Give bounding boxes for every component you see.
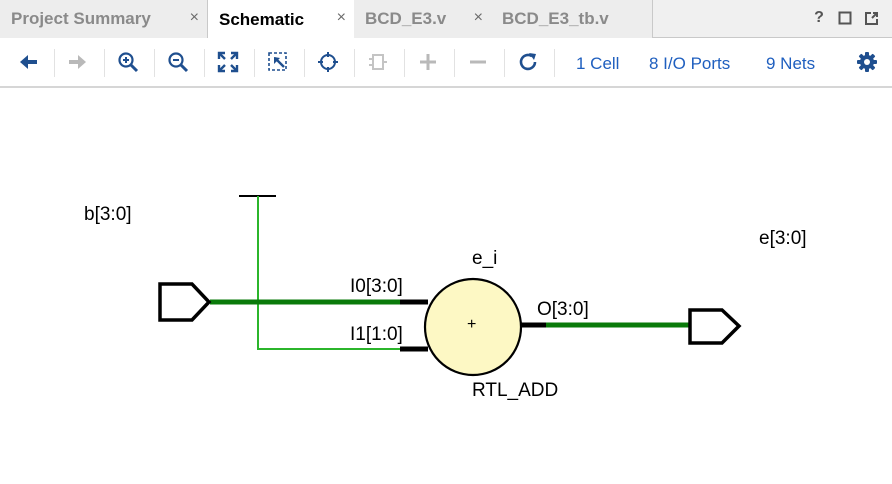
float-window-icon[interactable] (862, 8, 880, 28)
expand-icon[interactable] (415, 49, 441, 75)
pin-i0-label: I0[3:0] (350, 276, 403, 297)
net-i1 (257, 196, 412, 350)
cell-instance-label: e_i (472, 248, 498, 269)
tab-label: Project Summary (11, 9, 151, 28)
center-icon[interactable] (315, 49, 341, 75)
tab-label: BCD_E3_tb.v (502, 9, 609, 28)
refresh-icon[interactable] (515, 49, 541, 75)
adder-symbol: + (467, 316, 477, 333)
back-arrow-icon[interactable] (16, 49, 42, 75)
zoom-area-icon[interactable] (265, 49, 291, 75)
input-port-label: b[3:0] (84, 204, 132, 225)
zoom-in-icon[interactable] (115, 49, 141, 75)
nets-link[interactable]: 9 Nets (766, 54, 816, 73)
output-port-label: e[3:0] (759, 228, 807, 249)
close-icon[interactable]: × (473, 9, 483, 26)
editor-tab-bar: Project Summary × Schematic × BCD_E3.v ×… (0, 0, 892, 39)
io-ports-link[interactable]: 8 I/O Ports (649, 54, 731, 73)
pin-o-label: O[3:0] (537, 299, 589, 320)
zoom-out-icon[interactable] (165, 49, 191, 75)
input-port-b (158, 282, 212, 322)
close-icon[interactable]: × (336, 9, 346, 26)
rtl-add-cell (423, 277, 523, 377)
tab-project-summary[interactable]: Project Summary × (0, 0, 208, 38)
settings-gear-icon[interactable] (854, 49, 880, 75)
tab-bcd-e3-tb-v[interactable]: BCD_E3_tb.v (491, 0, 653, 38)
cell-icon[interactable] (365, 49, 391, 75)
tab-bcd-e3-v[interactable]: BCD_E3.v × (354, 0, 492, 38)
output-port-e (688, 308, 742, 345)
schematic-drawing (158, 195, 742, 377)
schematic-canvas[interactable]: b[3:0] e[3:0] e_i I0[3:0] I1[1:0] O[3:0]… (0, 88, 892, 484)
schematic-toolbar: 1 Cell 8 I/O Ports 9 Nets (0, 38, 892, 88)
tab-schematic[interactable]: Schematic × (207, 0, 355, 39)
tab-label: Schematic (219, 9, 305, 29)
tab-label: BCD_E3.v (365, 9, 447, 28)
help-icon[interactable]: ? (814, 9, 824, 26)
forward-arrow-icon[interactable] (64, 49, 90, 75)
close-icon[interactable]: × (189, 9, 199, 26)
zoom-fit-icon[interactable] (215, 49, 241, 75)
cell-type-label: RTL_ADD (472, 380, 559, 401)
maximize-icon[interactable] (836, 8, 854, 28)
pin-i1-label: I1[1:0] (350, 324, 403, 345)
cells-link[interactable]: 1 Cell (576, 54, 620, 73)
collapse-icon[interactable] (465, 49, 491, 75)
